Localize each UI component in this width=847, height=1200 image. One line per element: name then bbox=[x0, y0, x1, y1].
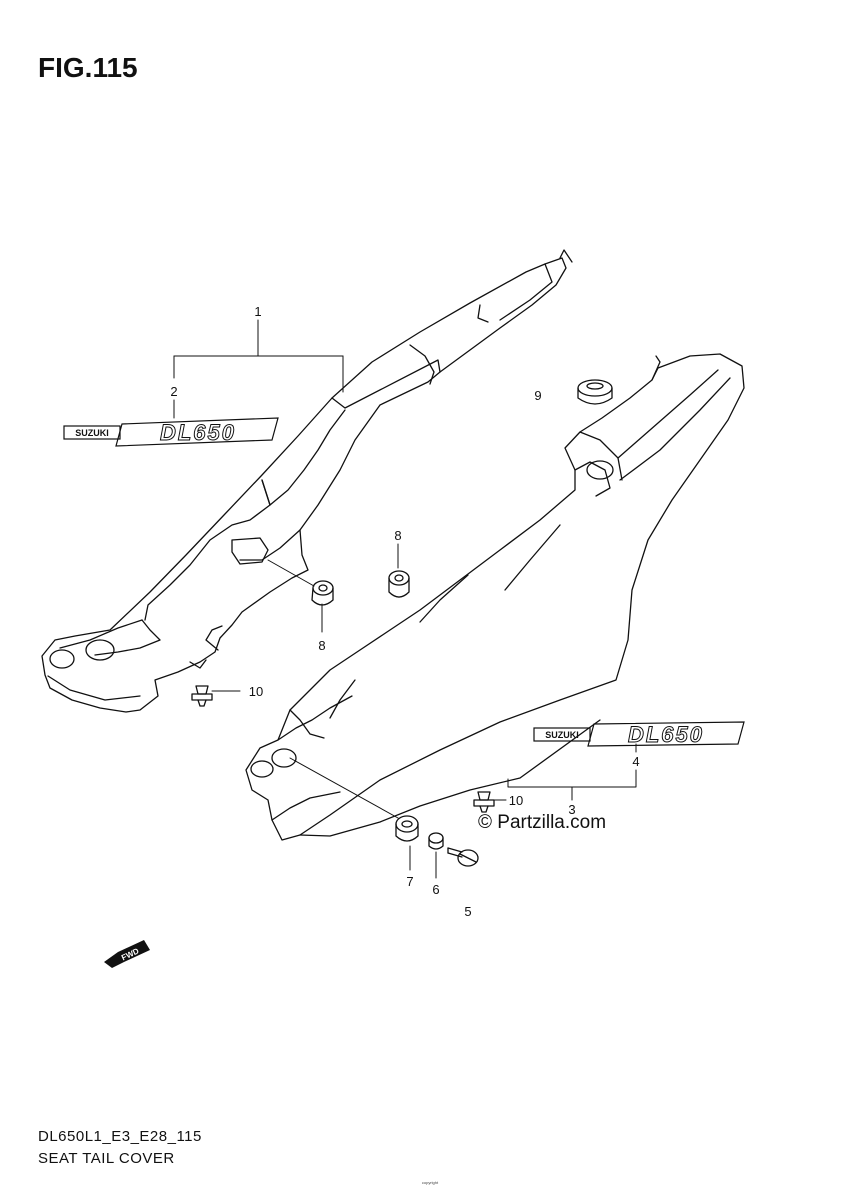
callout-10-left: 10 bbox=[249, 684, 263, 699]
left-tail-cover bbox=[41, 249, 573, 713]
cushion-8-left bbox=[311, 580, 334, 606]
fwd-label: FWD bbox=[120, 946, 141, 962]
partzilla-watermark: © Partzilla.com bbox=[478, 812, 607, 833]
figure-title: FIG.115 bbox=[38, 52, 138, 83]
callout-4: 4 bbox=[632, 754, 639, 769]
figure-name: SEAT TAIL COVER bbox=[38, 1150, 175, 1167]
decal-4-brand: SUZUKI bbox=[545, 730, 579, 740]
callout-10-right: 10 bbox=[509, 793, 523, 808]
clip-10-left bbox=[191, 685, 213, 707]
callout-8-left: 8 bbox=[318, 638, 325, 653]
fwd-arrow-icon: FWD bbox=[104, 940, 150, 968]
decal-2-model: DL650 bbox=[160, 420, 236, 445]
callout-3: 3 bbox=[568, 802, 575, 817]
decal-2: SUZUKI DL650 bbox=[63, 417, 279, 447]
grommet-9 bbox=[577, 379, 613, 405]
decal-4: SUZUKI DL650 bbox=[533, 721, 745, 748]
callout-9: 9 bbox=[534, 388, 541, 403]
callout-5: 5 bbox=[464, 904, 471, 919]
clip-10-right bbox=[473, 791, 495, 813]
fine-print: copyright bbox=[421, 1180, 439, 1185]
decal-2-brand: SUZUKI bbox=[75, 428, 109, 438]
cushion-8-center bbox=[388, 570, 410, 598]
callout-2: 2 bbox=[170, 384, 177, 399]
leader-lines bbox=[173, 319, 637, 879]
figure-code: DL650L1_E3_E28_115 bbox=[38, 1128, 202, 1145]
spacer-6 bbox=[428, 832, 444, 850]
callout-1: 1 bbox=[254, 304, 261, 319]
callout-7: 7 bbox=[406, 874, 413, 889]
callout-6: 6 bbox=[432, 882, 439, 897]
right-tail-cover bbox=[245, 353, 745, 841]
decal-4-model: DL650 bbox=[628, 722, 704, 747]
bolt-5 bbox=[447, 847, 479, 867]
callout-numbers: 1 2 3 4 5 6 7 8 8 9 10 10 bbox=[170, 304, 639, 919]
cushion-7 bbox=[395, 815, 419, 842]
callout-8-center: 8 bbox=[394, 528, 401, 543]
